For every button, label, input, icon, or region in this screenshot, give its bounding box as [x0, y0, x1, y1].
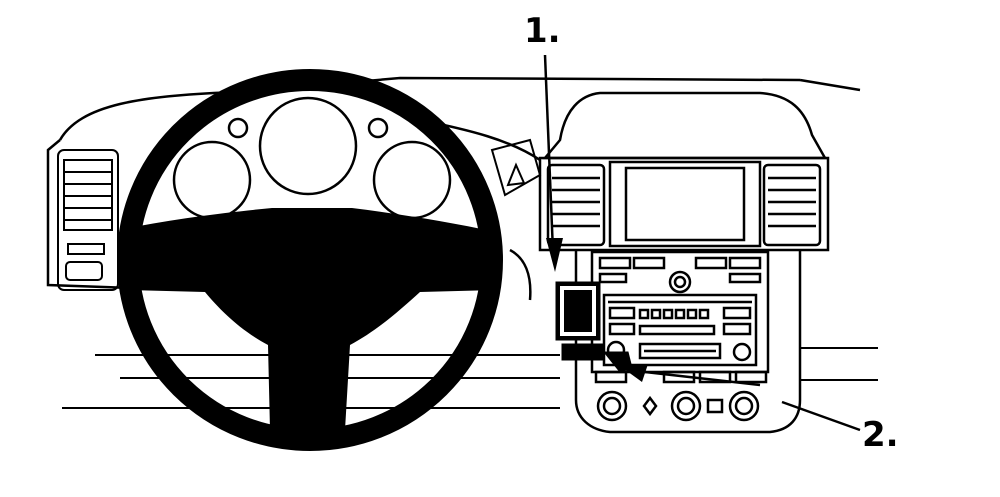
mount-base [561, 343, 605, 361]
left-air-vent [57, 149, 119, 291]
climate-knob-right [728, 390, 760, 422]
callout-arrowhead-1 [546, 238, 563, 272]
callout-leader-1 [543, 54, 555, 253]
screen-hood [542, 91, 828, 160]
callout-leader-2 [644, 370, 861, 432]
climate-knob-center [670, 390, 702, 422]
climate-knob-left [596, 390, 628, 422]
radio-panel [602, 293, 758, 367]
mount-bracket [555, 281, 633, 373]
small-gauge-right [367, 117, 389, 139]
callout-label-1: 1. [524, 11, 561, 51]
tachometer-gauge [172, 140, 252, 220]
steering-wheel-hub [128, 208, 496, 430]
center-console [538, 91, 830, 434]
center-right-vent [762, 163, 822, 247]
cd-slot [638, 342, 722, 360]
center-left-vent [546, 163, 606, 247]
small-gauge-left [227, 117, 249, 139]
callout-arrowhead-2 [620, 364, 648, 382]
callout-label-2: 2. [862, 415, 899, 455]
steering-wheel [117, 69, 503, 451]
fuel-gauge [372, 140, 452, 220]
navigation-screen [608, 160, 762, 248]
speedometer-gauge [258, 96, 358, 196]
audio-knob [668, 270, 692, 294]
